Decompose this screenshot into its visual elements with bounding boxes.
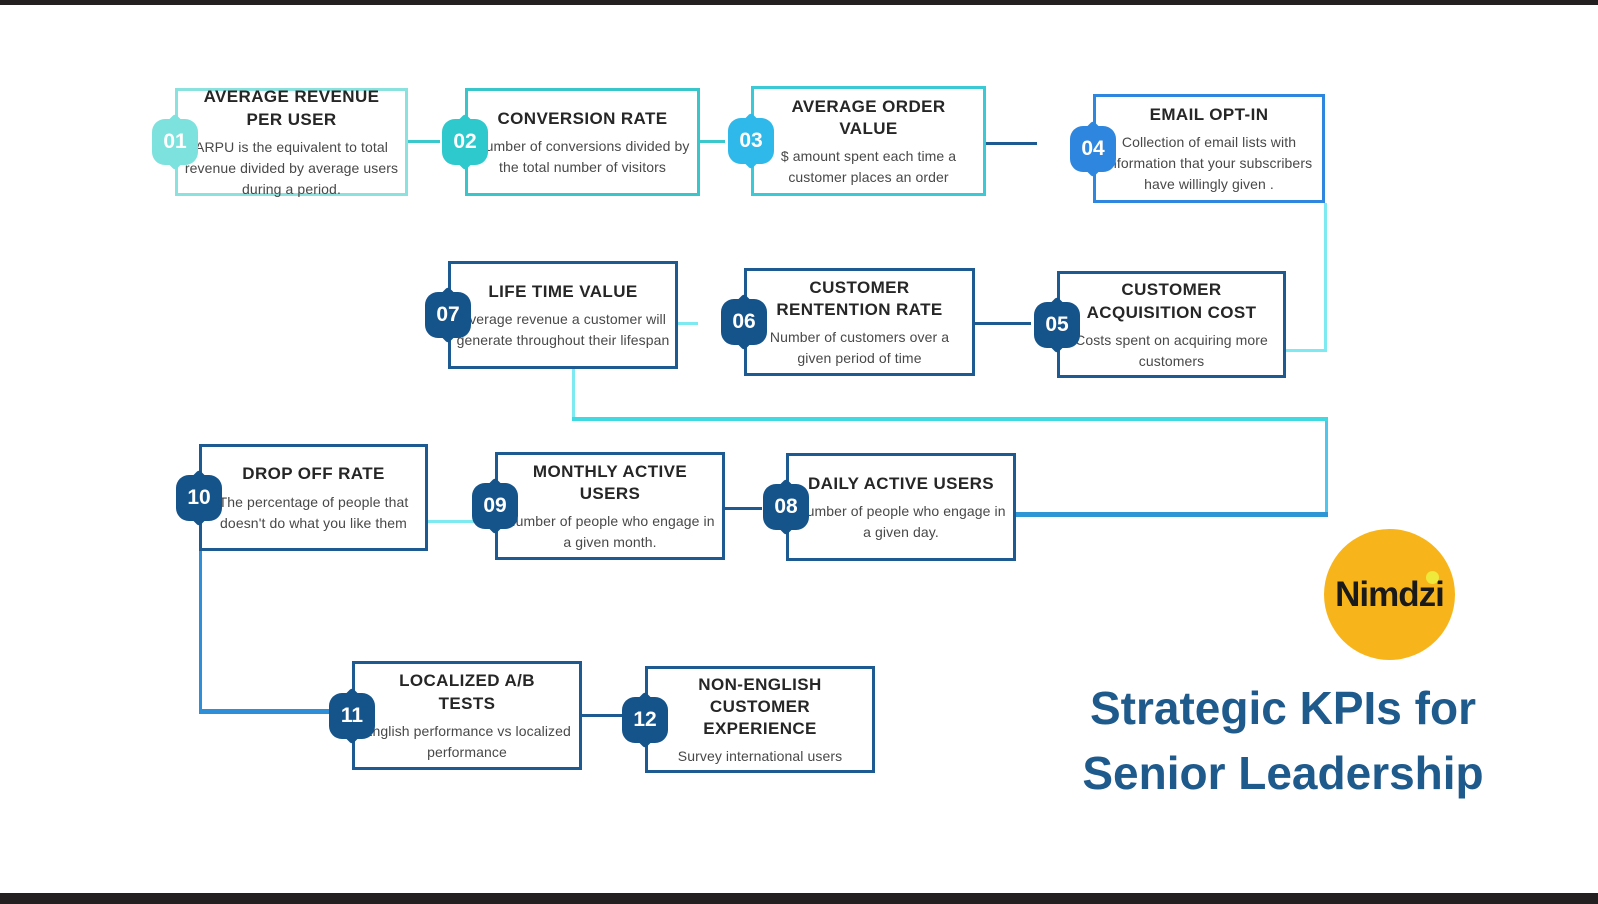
kpi-title: CUSTOMER ACQUISITION COST (1086, 280, 1257, 322)
kpi-number-badge: 01 (152, 119, 198, 165)
kpi-box-05: 05 CUSTOMER ACQUISITION COST Costs spent… (1034, 271, 1286, 378)
kpi-number-badge: 05 (1034, 301, 1080, 348)
kpi-title: LOCALIZED A/B TESTS (399, 671, 535, 713)
connector-04-05-horizontal (1286, 349, 1327, 352)
kpi-description: The percentage of people that doesn't do… (218, 493, 409, 531)
nimdzi-logo: Nimdzi (1324, 529, 1455, 660)
kpi-box-12: 12 NON-ENGLISH CUSTOMER EXPERIENCE Surve… (622, 666, 875, 773)
kpi-number-badge: 09 (472, 483, 518, 529)
connector-07-rail-drop (572, 369, 575, 420)
connector-rail-horizontal (572, 417, 1328, 421)
connector-10-11-horizontal (199, 709, 331, 714)
kpi-number-badge: 11 (329, 692, 375, 739)
kpi-title: AVERAGE REVENUE PER USER (203, 87, 380, 129)
kpi-box-08: 08 DAILY ACTIVE USERS Number of people w… (763, 453, 1016, 561)
kpi-number-badge: 07 (425, 292, 471, 338)
kpi-number-badge: 10 (176, 474, 222, 521)
bottom-border-bar (0, 893, 1598, 904)
connector-10-09 (428, 520, 474, 523)
connector-rail-vertical (1325, 421, 1328, 513)
kpi-box-09: 09 MONTHLY ACTIVE USERS Number of people… (472, 452, 725, 560)
kpi-number-badge: 02 (442, 119, 488, 165)
kpi-box-04: 04 EMAIL OPT-IN Collection of email list… (1070, 94, 1325, 203)
page-title-line2: Senior Leadership (1082, 747, 1484, 800)
connector-04-05-vertical (1324, 203, 1327, 352)
page-title-line1: Strategic KPIs for (1090, 682, 1476, 734)
kpi-description: Average revenue a customer will generate… (456, 311, 670, 349)
kpi-description: Costs spent on acquiring more customers (1075, 331, 1268, 369)
kpi-number-badge: 06 (721, 299, 767, 345)
kpi-box-03: 03 AVERAGE ORDER VALUE $ amount spent ea… (728, 86, 986, 196)
kpi-box-10: 10 DROP OFF RATE The percentage of peopl… (176, 444, 428, 551)
connector-rail-08 (1016, 512, 1328, 517)
top-border-bar (0, 0, 1598, 5)
kpi-description: Survey international users (677, 748, 843, 765)
kpi-description: Number of people who engage in a given d… (796, 503, 1006, 541)
kpi-description: Number of customers over a given period … (769, 329, 950, 367)
kpi-title: CONVERSION RATE (497, 108, 668, 128)
kpi-description: Number of conversions divided by the tot… (475, 138, 690, 176)
kpi-number-badge: 04 (1070, 125, 1116, 172)
page-title: Strategic KPIs for Senior Leadership (1048, 676, 1518, 807)
kpi-title: DROP OFF RATE (242, 464, 385, 484)
kpi-box-11: 11 LOCALIZED A/B TESTS English performan… (329, 661, 582, 770)
kpi-description: Number of people who engage in a given m… (505, 513, 715, 551)
connector-11-12 (582, 714, 624, 717)
kpi-title: AVERAGE ORDER VALUE (791, 96, 946, 138)
kpi-box-01: 01 AVERAGE REVENUE PER USER ARPU is the … (152, 87, 408, 197)
connector-02-03 (700, 140, 725, 143)
kpi-box-07: 07 LIFE TIME VALUE Average revenue a cus… (425, 261, 678, 369)
connector-06-05 (975, 322, 1031, 325)
kpi-description: ARPU is the equivalent to total revenue … (184, 138, 399, 197)
kpi-number-badge: 03 (728, 118, 774, 164)
kpi-description: English performance vs localized perform… (363, 722, 571, 760)
kpi-box-06: 06 CUSTOMER RENTENTION RATE Number of cu… (721, 268, 975, 376)
kpi-title: DAILY ACTIVE USERS (807, 473, 995, 493)
connector-01-02 (408, 140, 440, 143)
kpi-title: LIFE TIME VALUE (488, 281, 638, 301)
kpi-description: Collection of email lists with informati… (1105, 134, 1313, 193)
kpi-box-02: 02 CONVERSION RATE Number of conversions… (442, 88, 700, 196)
kpi-number-badge: 08 (763, 484, 809, 530)
nimdzi-logo-dot-icon (1426, 571, 1439, 584)
kpi-title: EMAIL OPT-IN (1149, 104, 1269, 124)
connector-10-11-vertical (199, 523, 202, 713)
kpi-description: $ amount spent each time a customer plac… (780, 148, 957, 186)
kpi-number-badge: 12 (622, 696, 668, 743)
kpi-title: NON-ENGLISH CUSTOMER EXPERIENCE (698, 674, 822, 739)
kpi-title: MONTHLY ACTIVE USERS (532, 461, 688, 503)
kpi-title: CUSTOMER RENTENTION RATE (776, 277, 943, 319)
connector-03-04 (986, 142, 1037, 145)
connector-07-06 (678, 322, 698, 325)
connector-09-08 (725, 507, 762, 510)
